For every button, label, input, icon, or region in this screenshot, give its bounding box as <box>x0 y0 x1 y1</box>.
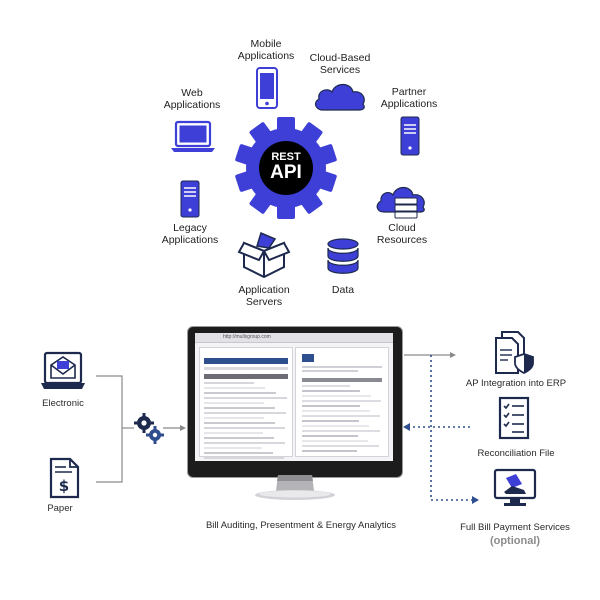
screen-row <box>204 447 262 449</box>
screen-row <box>204 422 275 424</box>
screen-row <box>204 397 288 399</box>
payment-monitor-icon <box>493 468 537 506</box>
screen-row <box>204 457 284 459</box>
rest-api-label: REST API <box>260 151 312 183</box>
reconciliation-file-label: Reconciliation File <box>477 448 555 459</box>
open-box-icon <box>237 231 291 279</box>
legacy-server-icon <box>180 180 200 218</box>
rest-api-gear-icon <box>235 117 337 219</box>
screen-row <box>204 452 273 454</box>
screen-row <box>302 400 382 402</box>
app-bill-panel <box>295 347 389 457</box>
screen-row <box>302 420 359 422</box>
database-icon <box>327 238 359 274</box>
screen-row <box>302 445 379 447</box>
screen-row <box>204 417 264 419</box>
screen-row <box>302 390 361 392</box>
screen-row <box>302 415 381 417</box>
browser-url: http://mullsgroup.com <box>223 334 271 340</box>
screen-row <box>204 407 276 409</box>
documents-shield-icon <box>495 331 534 375</box>
screen-row <box>302 425 370 427</box>
screen-row <box>302 435 358 437</box>
screen-row <box>302 395 371 397</box>
screen-row <box>302 440 369 442</box>
screen-row <box>302 385 350 387</box>
laptop-icon <box>171 120 215 152</box>
cloud-server-icon <box>376 186 425 219</box>
electronic-label: Electronic <box>42 398 84 409</box>
monitor-stand <box>255 475 335 500</box>
screen-row <box>204 387 266 389</box>
cloud-icon <box>314 83 365 111</box>
api-text: API <box>270 162 302 183</box>
svg-text:$: $ <box>59 477 69 495</box>
screen-row <box>204 382 255 384</box>
optional-label: (optional) <box>489 535 541 547</box>
monitor-screen: http://mullsgroup.com <box>195 333 393 461</box>
data-label: Data <box>331 284 355 296</box>
full-bill-payment-label: Full Bill Payment Services <box>460 522 570 533</box>
ap-integration-label: AP Integration into ERP <box>465 378 567 389</box>
screen-row <box>302 430 380 432</box>
browser-bar: http://mullsgroup.com <box>195 333 393 343</box>
screen-row <box>302 410 370 412</box>
dollar-document-icon: $ <box>49 457 80 499</box>
rest-text: REST <box>271 151 301 163</box>
screen-row <box>204 412 287 414</box>
screen-row <box>302 405 360 407</box>
checklist-icon <box>498 396 530 440</box>
screen-row <box>204 427 286 429</box>
mobile-phone-icon <box>256 67 278 109</box>
screen-row <box>204 432 263 434</box>
gears-icon <box>134 413 164 444</box>
monitor-caption: Bill Auditing, Presentment & Energy Anal… <box>205 520 397 531</box>
app-left-panel <box>199 347 293 459</box>
partner-server-icon <box>400 116 420 156</box>
screen-row <box>204 392 277 394</box>
screen-row <box>204 437 274 439</box>
paper-label: Paper <box>47 503 73 514</box>
screen-row <box>204 442 285 444</box>
screen-row <box>302 450 358 452</box>
screen-row <box>204 402 265 404</box>
email-screen-icon <box>41 351 85 389</box>
